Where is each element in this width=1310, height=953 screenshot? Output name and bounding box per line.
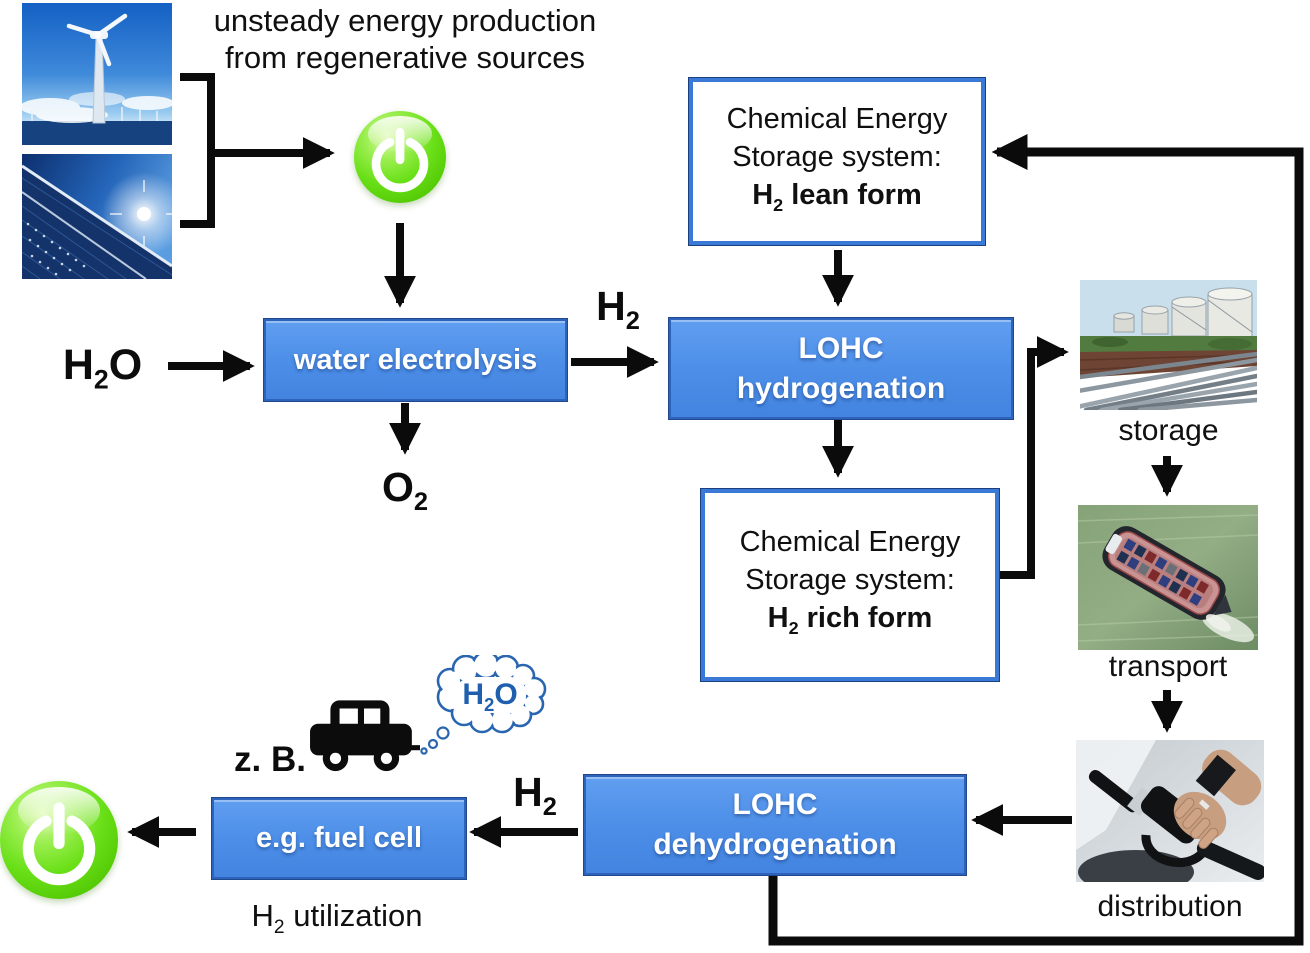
cloud-h2o-label: H2O: [452, 678, 528, 716]
ces-rich-formula: H2 rich form: [768, 599, 933, 647]
h2-output-label: H2: [578, 283, 658, 336]
h2o-sub: 2: [93, 364, 109, 395]
cloud-h2o-pre: H: [462, 678, 484, 711]
h2-utilization-label: H2 utilization: [212, 898, 462, 939]
transport-barge-image: [1078, 505, 1258, 650]
chemical-energy-storage-lean-box: Chemical Energy Storage system: H2 lean …: [689, 78, 985, 245]
h2-top-sub: 2: [625, 307, 640, 336]
lohc-dehydrogenation-line-2: dehydrogenation: [653, 828, 897, 861]
ces-lean-formula-post: lean form: [783, 178, 922, 211]
figure-caption: unsteady energy production from regenera…: [205, 2, 605, 76]
wind-turbines-photo: [22, 3, 172, 145]
car-icon: [308, 696, 420, 778]
lohc-hydrogenation-line-2: hydrogenation: [736, 371, 946, 405]
h2-bottom-pre: H: [513, 769, 543, 815]
exhaust-thought-cloud-icon: [420, 655, 555, 755]
power-button-icon-bottom: [0, 781, 118, 899]
distribution-fuel-pump-image: [1076, 740, 1264, 882]
h2-top-pre: H: [596, 283, 626, 329]
power-glyph: [22, 802, 96, 886]
o2-pre: O: [381, 464, 414, 510]
transport-barge-photo: [1078, 505, 1258, 650]
lohc-hydrogenation-line-1: LOHC: [798, 331, 884, 365]
ces-rich-line-2: Storage system:: [745, 564, 955, 597]
wind-turbines-image: [22, 3, 172, 145]
distribution-label: distribution: [1097, 890, 1243, 923]
storage-tanks-photo: [1080, 280, 1257, 410]
ces-lean-line-2: Storage system:: [732, 140, 942, 173]
cloud-h2o-sub: 2: [483, 694, 495, 715]
transport-label: transport: [1108, 650, 1228, 683]
ces-rich-formula-sub: 2: [788, 617, 799, 638]
storage-label: storage: [1118, 414, 1219, 447]
solar-panels-image: [22, 154, 172, 279]
ces-lean-line-1: Chemical Energy: [726, 102, 948, 135]
lohc-dehydrogenation-box: LOHC dehydrogenation: [584, 775, 966, 875]
lohc-dehydrogenation-line-1: LOHC: [732, 788, 818, 821]
ces-rich-formula-post: rich form: [798, 602, 933, 635]
distribution-fuel-pump-photo: [1076, 740, 1264, 882]
car-glyph: [310, 700, 420, 772]
h2o-input-label: H2O: [45, 341, 160, 396]
h2o-post: O: [108, 341, 143, 389]
water-electrolysis-box: water electrolysis: [264, 319, 567, 401]
h2-util-post: utilization: [284, 898, 423, 933]
power-glyph: [371, 127, 429, 193]
h2-to-fuelcell-label: H2: [495, 769, 575, 822]
fuel-cell-box: e.g. fuel cell: [212, 798, 466, 879]
h2-bottom-sub: 2: [542, 793, 557, 822]
o2-output-label: O2: [355, 464, 455, 517]
ces-rich-formula-pre: H: [767, 602, 789, 635]
solar-panels-photo: [22, 154, 172, 279]
fuel-cell-label: e.g. fuel cell: [256, 822, 422, 854]
cloud-h2o-post: O: [494, 678, 518, 711]
h2-util-pre: H: [251, 898, 274, 933]
caption-line-2: from regenerative sources: [224, 40, 586, 75]
ces-rich-line-1: Chemical Energy: [739, 526, 961, 559]
zb-for-example-label: z. B.: [234, 740, 306, 779]
lohc-hydrogenation-box: LOHC hydrogenation: [669, 318, 1013, 419]
ces-lean-formula-pre: H: [752, 178, 774, 211]
storage-tanks-image: [1080, 280, 1257, 410]
h2o-pre: H: [62, 341, 94, 389]
h2-util-sub: 2: [273, 917, 285, 939]
water-electrolysis-label: water electrolysis: [293, 343, 538, 376]
source-grouping-bracket: [180, 73, 215, 228]
o2-sub: 2: [413, 488, 429, 517]
chemical-energy-storage-rich-box: Chemical Energy Storage system: H2 rich …: [701, 489, 999, 681]
ces-lean-formula: H2 lean form: [752, 176, 922, 224]
arrow-rich-to-storage: [991, 336, 1069, 579]
power-button-icon-top: [354, 111, 446, 203]
caption-line-1: unsteady energy production: [213, 3, 597, 38]
thought-cloud-glyph: [420, 655, 547, 755]
feedback-loop-dehydrogenation-to-lean: [768, 134, 1304, 946]
ces-lean-formula-sub: 2: [773, 194, 784, 215]
